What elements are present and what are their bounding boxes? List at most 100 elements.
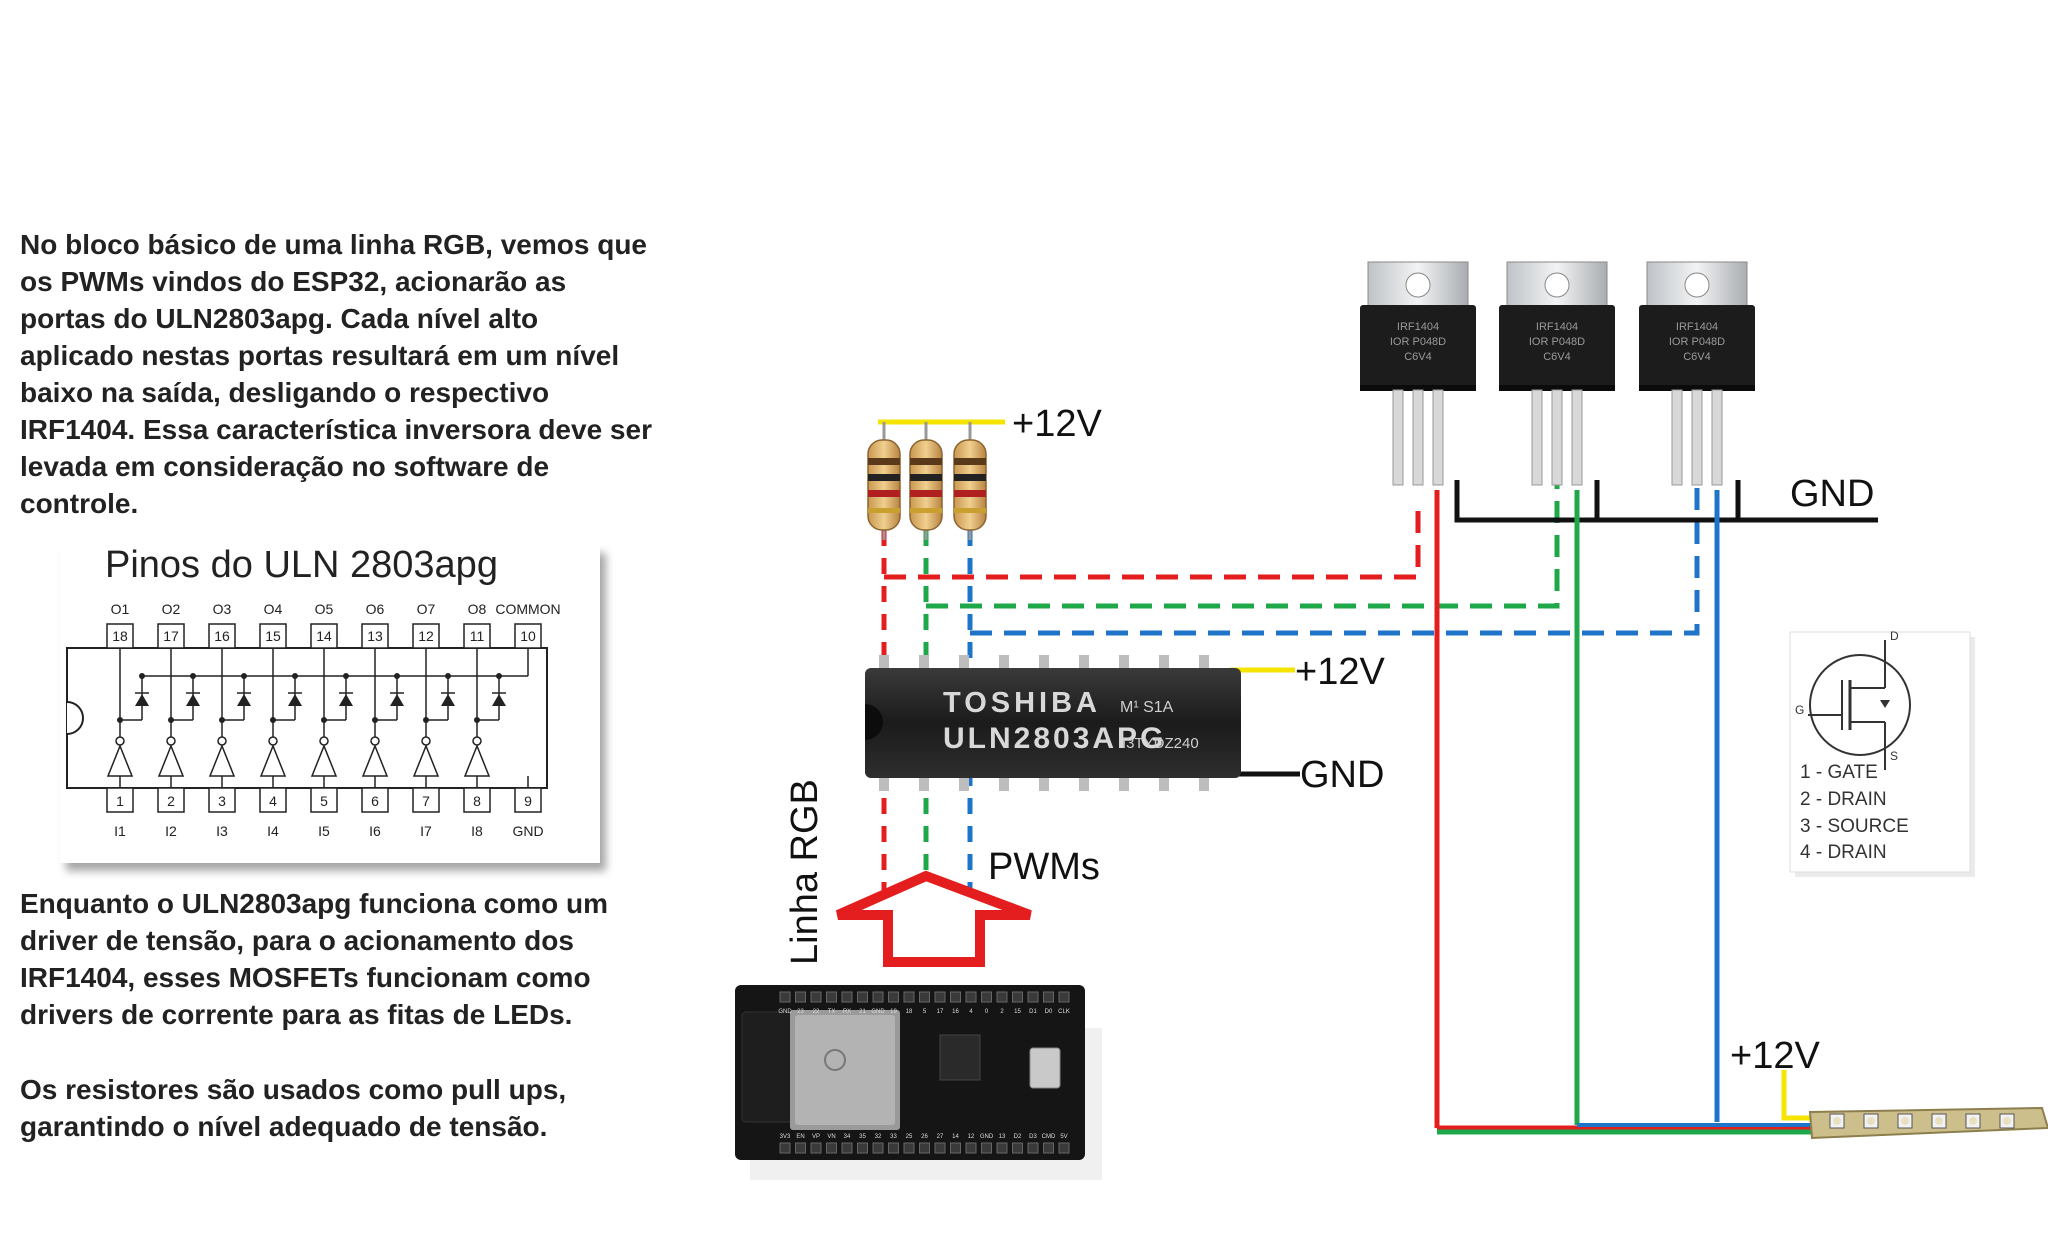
esp32-pin <box>872 991 884 1003</box>
pinout-diode <box>288 694 302 706</box>
pinout-top-pin-number: 11 <box>470 628 485 644</box>
pinout-diode <box>186 694 200 706</box>
intro-line: IRF1404. Essa característica inversora d… <box>20 414 652 445</box>
esp32-pin-label: VP <box>812 1134 820 1140</box>
esp32-pin-label: D3 <box>1029 1134 1037 1140</box>
pinout-bottom-pin-number: 6 <box>371 793 379 809</box>
esp32-pin-label: 17 <box>937 1009 944 1015</box>
esp32-pin-label: 5V <box>1060 1134 1067 1140</box>
chip-pin <box>879 775 889 791</box>
esp32-pin <box>1058 991 1070 1003</box>
esp32-pin <box>795 1142 806 1154</box>
pinout-top-pin-box <box>463 623 491 649</box>
esp32-pin-label: 25 <box>906 1134 913 1140</box>
esp32-pin <box>1058 1142 1070 1154</box>
yellow-wire-strip <box>1781 1070 1820 1121</box>
esp32-pin <box>1027 1142 1039 1154</box>
pinout-top-pin-number: 14 <box>316 628 332 644</box>
pullups-line: Os resistores são usados como pull ups, <box>20 1074 567 1105</box>
esp32-pin-label: 27 <box>937 1134 944 1140</box>
esp32-pin <box>950 991 961 1003</box>
pinout-bottom-pin-box <box>463 787 491 813</box>
pinout-diode <box>135 694 149 706</box>
esp32-pin-label: TX <box>828 1009 836 1015</box>
intro-line: portas do ULN2803apg. Cada nível alto <box>20 303 539 334</box>
esp32-pin <box>934 991 946 1003</box>
intro-paragraph: No bloco básico de uma linha RGB, vemos … <box>20 226 652 522</box>
v12-resistors-label: +12V <box>1012 403 1102 445</box>
pinout-bottom-pin-number: 4 <box>269 793 277 809</box>
pullups-line: garantindo o nível adequado de tensão. <box>20 1111 548 1142</box>
pinout-bottom-label: I4 <box>267 823 279 839</box>
gnd-chip-label: GND <box>1300 754 1384 796</box>
esp32-pin-label: 5 <box>923 1009 927 1015</box>
esp32-pin-label: GND <box>778 1009 792 1015</box>
pinout-bottom-pin-number: 5 <box>320 793 328 809</box>
esp32-pin-label: 15 <box>1014 1009 1021 1015</box>
esp32-pin-label: 12 <box>968 1134 975 1140</box>
chip-pin <box>1199 775 1209 791</box>
mosfet-marking: IOR P048D <box>1390 336 1446 348</box>
esp32-pin-label: 16 <box>952 1009 959 1015</box>
esp32-pin <box>981 991 992 1003</box>
red-gate-line <box>884 500 1421 580</box>
resistor <box>867 422 901 540</box>
esp32-pin-label: D1 <box>1029 1009 1037 1015</box>
chip-pin <box>999 775 1009 791</box>
chip-pin <box>919 775 929 791</box>
esp32-pin-label: GND <box>871 1009 885 1015</box>
up-arrow <box>835 870 1032 967</box>
esp32-pin-label: CLK <box>1058 1009 1070 1015</box>
esp32-pin <box>857 1142 868 1154</box>
pinout-bottom-pin-number: 9 <box>524 793 532 809</box>
esp32-pin-label: CMD <box>1042 1134 1056 1140</box>
esp32-pin <box>841 991 853 1003</box>
pinout-top-pin-box <box>157 623 185 649</box>
esp32-pin <box>934 1142 946 1154</box>
pinout-top-pin-box <box>310 623 338 649</box>
esp32-pin <box>919 1142 930 1154</box>
esp32-pin-label: 33 <box>890 1134 897 1140</box>
esp32-pin <box>810 991 822 1003</box>
pinout-top-label: O4 <box>264 601 283 617</box>
pinout-top-pin-number: 18 <box>112 628 128 644</box>
pinout-top-pin-number: 17 <box>163 628 179 644</box>
intro-line: levada em consideração no software de <box>20 451 550 482</box>
pinout-bottom-label: I7 <box>420 823 432 839</box>
linha-rgb-label: Linha RGB <box>784 779 826 965</box>
legend-item-3: 3 - SOURCE <box>1800 816 1909 837</box>
esp32-pin-label: 21 <box>859 1009 866 1015</box>
esp32-pin <box>903 991 915 1003</box>
esp32-pin-label: RX <box>843 1009 851 1015</box>
pinout-diode <box>441 694 455 706</box>
mosfet-legend: D G S 1 - GATE 2 - DRAIN 3 - SOURCE 4 - … <box>1789 629 1975 877</box>
legend-item-1: 1 - GATE <box>1800 762 1878 783</box>
mosfet-marking: C6V4 <box>1683 351 1711 363</box>
esp32-pin-label: 34 <box>844 1134 851 1140</box>
intro-line: controle. <box>20 488 139 519</box>
pinout-top-pin-box <box>514 623 542 649</box>
esp32-pin-label: EN <box>796 1134 804 1140</box>
chip-pin <box>959 655 969 671</box>
driver-line: driver de tensão, para o acionamento dos <box>20 925 574 956</box>
chip-pin <box>1079 775 1089 791</box>
chip-pin <box>1039 775 1049 791</box>
pinout-diagram: O118O217O316O415O514O613O712O811COMMON10… <box>66 601 561 839</box>
pin-d-label: D <box>1890 629 1899 643</box>
esp32-pin-label: D2 <box>1014 1134 1022 1140</box>
chip-pin <box>999 655 1009 671</box>
pinout-top-label: O6 <box>366 601 385 617</box>
green-gate-line <box>926 480 1560 609</box>
mosfet-marking: IRF1404 <box>1536 321 1578 333</box>
pinout-bottom-label: I1 <box>114 823 126 839</box>
resistor <box>953 422 987 540</box>
esp32-pin <box>1012 991 1023 1003</box>
esp32-pin <box>841 1142 853 1154</box>
intro-line: aplicado nestas portas resultará em um n… <box>20 340 620 371</box>
chip-pin <box>1119 775 1129 791</box>
chip-pin <box>1159 655 1169 671</box>
pinout-bottom-pin-number: 3 <box>218 793 226 809</box>
